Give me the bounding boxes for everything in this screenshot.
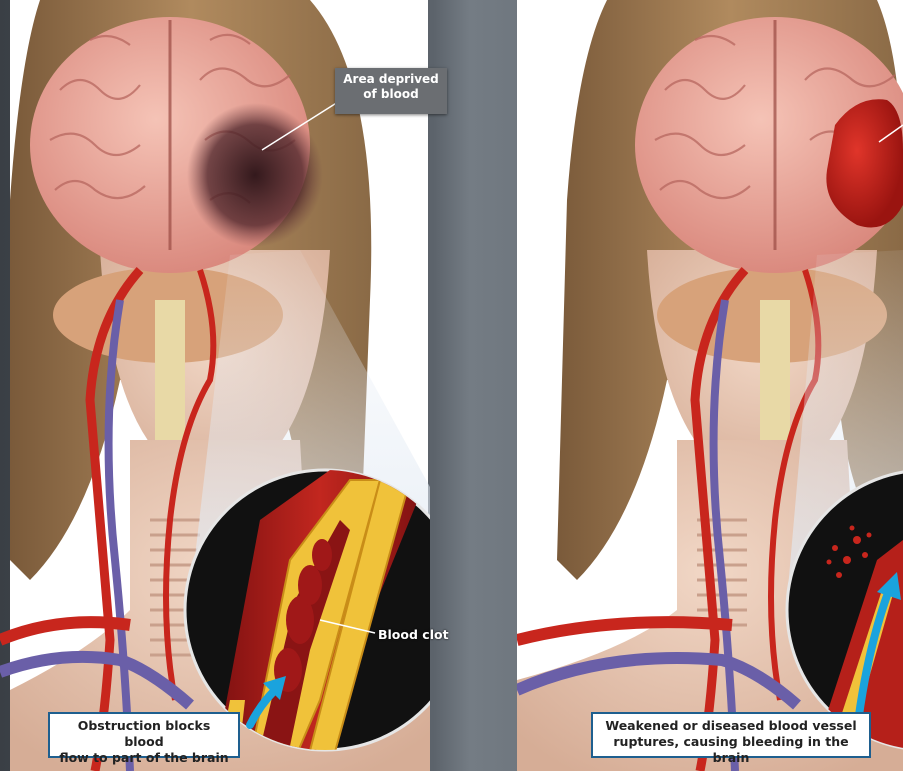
blood-clot-label: Blood clot: [378, 627, 449, 642]
hemorrhagic-caption: Weakened or diseased blood vessel ruptur…: [591, 712, 871, 758]
area-deprived-label-line1: Area deprived: [341, 72, 441, 87]
area-deprived-label-line2: of blood: [341, 87, 441, 102]
brainstem: [760, 300, 790, 440]
ischemic-caption: Obstruction blocks blood flow to part of…: [48, 712, 240, 758]
ischemic-caption-line2: flow to part of the brain: [56, 750, 232, 766]
hemorrhagic-caption-line2: ruptures, causing bleeding in the brain: [599, 734, 863, 766]
area-deprived-label: Area deprived of blood: [335, 68, 447, 114]
brainstem: [155, 300, 185, 440]
hemorrhagic-caption-line1: Weakened or diseased blood vessel: [599, 718, 863, 734]
hemorrhagic-stroke-panel: [517, 0, 903, 771]
hemorrhagic-illustration: [517, 0, 903, 771]
ischemic-illustration: [0, 0, 430, 771]
ischemic-caption-line1: Obstruction blocks blood: [56, 718, 232, 750]
ischemic-stroke-panel: [0, 0, 430, 771]
